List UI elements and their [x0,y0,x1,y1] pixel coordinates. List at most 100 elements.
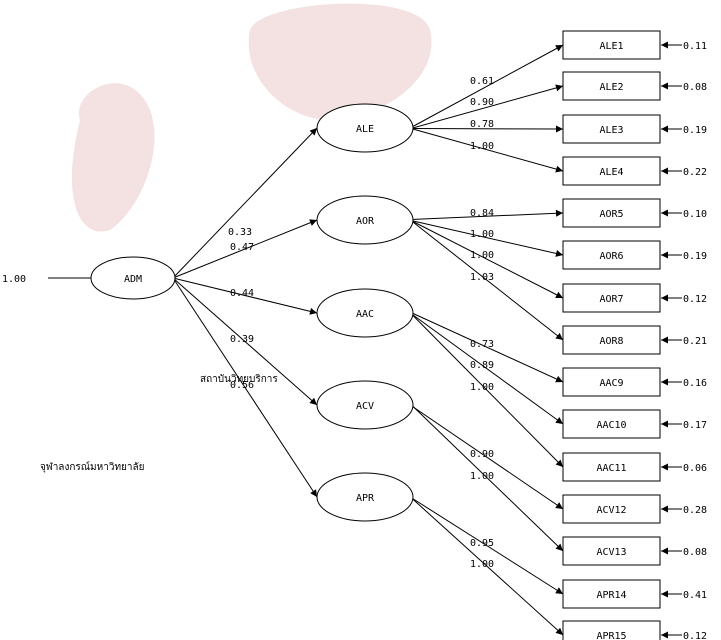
indicator-label-ale3: ALE3 [599,125,623,136]
indicator-box-aac10 [562,409,661,439]
indicator-box-aac9 [562,367,661,397]
indicator-box-aor6 [562,240,661,270]
indicator-label-aac10: AAC10 [596,420,626,431]
watermark-seal-icon [71,3,432,232]
path-acv12 [410,405,564,510]
path-ale1 [410,44,564,128]
indicator-box-ale4 [562,156,661,186]
loading-label-aac11: 1.00 [470,382,494,393]
indicator-label-aor5: AOR5 [599,209,623,220]
loading-label-aor6: 1.00 [470,229,494,240]
loading-label-aac10: 0.89 [470,360,494,371]
loading-label-acv12: 0.90 [470,449,494,460]
path-aac10 [410,313,564,425]
error-label-aac11: 0.06 [683,463,707,474]
edges [48,41,682,639]
loading-label-aor5: 0.84 [470,208,494,219]
path-aor8 [410,220,564,341]
path-aor6 [410,220,564,257]
latent-ellipse-acv [316,380,414,430]
latent-label-aac: AAC [356,309,374,320]
loading-label-ale1: 0.61 [470,76,494,87]
error-label-acv12: 0.28 [683,505,707,516]
indicator-label-aor6: AOR6 [599,251,623,262]
path-adm-apr [172,277,318,498]
indicator-label-apr15: APR15 [596,631,626,640]
error-label-apr15: 0.12 [683,631,707,640]
loading-label-adm-aor: 0.47 [230,242,254,253]
indicator-box-ale1 [562,30,661,60]
indicator-box-aac11 [562,452,661,482]
error-label-ale3: 0.19 [683,125,707,136]
indicator-box-aor5 [562,198,661,228]
error-label-apr14: 0.41 [683,590,707,601]
loading-label-adm-ale: 0.33 [228,227,252,238]
error-label-aor5: 0.10 [683,209,707,220]
path-ale3 [410,125,564,133]
latent-label-aor: AOR [356,216,375,227]
indicator-label-aor7: AOR7 [599,294,623,305]
indicator-label-aor8: AOR8 [599,336,623,347]
error-label-ale4: 0.22 [683,167,707,178]
watermark-line-2: จุฬาลงกรณ์มหาวิทยาลัย [40,461,145,473]
loading-label-aor8: 1.03 [470,272,494,283]
loading-label-aac9: 0.73 [470,339,494,350]
indicator-box-apr15 [562,620,661,640]
path-acv13 [410,404,564,552]
loading-label-acv13: 1.00 [470,471,494,482]
latent-ellipse-aac [316,288,414,338]
error-label-ale2: 0.08 [683,82,707,93]
indicator-label-acv13: ACV13 [596,547,626,558]
loading-label-ale4: 1.00 [470,141,494,152]
loading-label-apr14: 0.95 [470,538,494,549]
indicator-label-ale4: ALE4 [599,167,623,178]
loading-label-apr15: 1.00 [470,559,494,570]
path-aac9 [410,312,564,383]
latent-label-apr: APR [356,493,375,504]
indicator-box-aor7 [562,283,661,313]
indicator-label-ale2: ALE2 [599,82,623,93]
path-ale2 [410,84,564,129]
path-adm-acv [172,277,318,406]
latent-label-acv: ACV [356,401,374,412]
error-label-aor8: 0.21 [683,336,707,347]
latent-ellipse-adm [90,256,176,300]
latent-ellipse-aor [316,195,414,245]
indicator-box-ale3 [562,114,661,144]
path-adm-ale [172,127,318,279]
loading-label-adm-acv: 0.39 [230,334,254,345]
indicator-label-acv12: ACV12 [596,505,626,516]
loading-label-ale2: 0.90 [470,97,494,108]
indicator-label-apr14: APR14 [596,590,626,601]
loading-label-adm-apr: 0.56 [230,380,254,391]
indicator-label-aac11: AAC11 [596,463,626,474]
error-label-aac10: 0.17 [683,420,707,431]
latent-label-ale: ALE [356,124,374,135]
error-label-ale1: 0.11 [683,41,707,52]
error-label-aor7: 0.12 [683,294,707,305]
error-label-acv13: 0.08 [683,547,707,558]
path-adm-aac [172,277,318,315]
error-label-aac9: 0.16 [683,378,707,389]
path-adm-aor [172,219,318,279]
root-variance-label: 1.00 [2,274,26,285]
indicator-box-aor8 [562,325,661,355]
path-aor5 [410,209,564,220]
indicator-box-ale2 [562,71,661,101]
latent-ellipse-apr [316,472,414,522]
loading-label-aor7: 1.00 [470,250,494,261]
indicator-box-apr14 [562,579,661,609]
indicator-label-aac9: AAC9 [599,378,623,389]
indicator-label-ale1: ALE1 [599,41,623,52]
loading-label-adm-aac: 0.44 [230,288,254,299]
path-apr15 [410,497,564,636]
loading-label-ale3: 0.78 [470,119,494,130]
path-apr14 [410,497,564,595]
indicator-box-acv13 [562,536,661,566]
path-ale4 [410,128,564,173]
path-aac11 [410,313,564,468]
latent-label-adm: ADM [124,274,142,285]
indicator-box-acv12 [562,494,661,524]
